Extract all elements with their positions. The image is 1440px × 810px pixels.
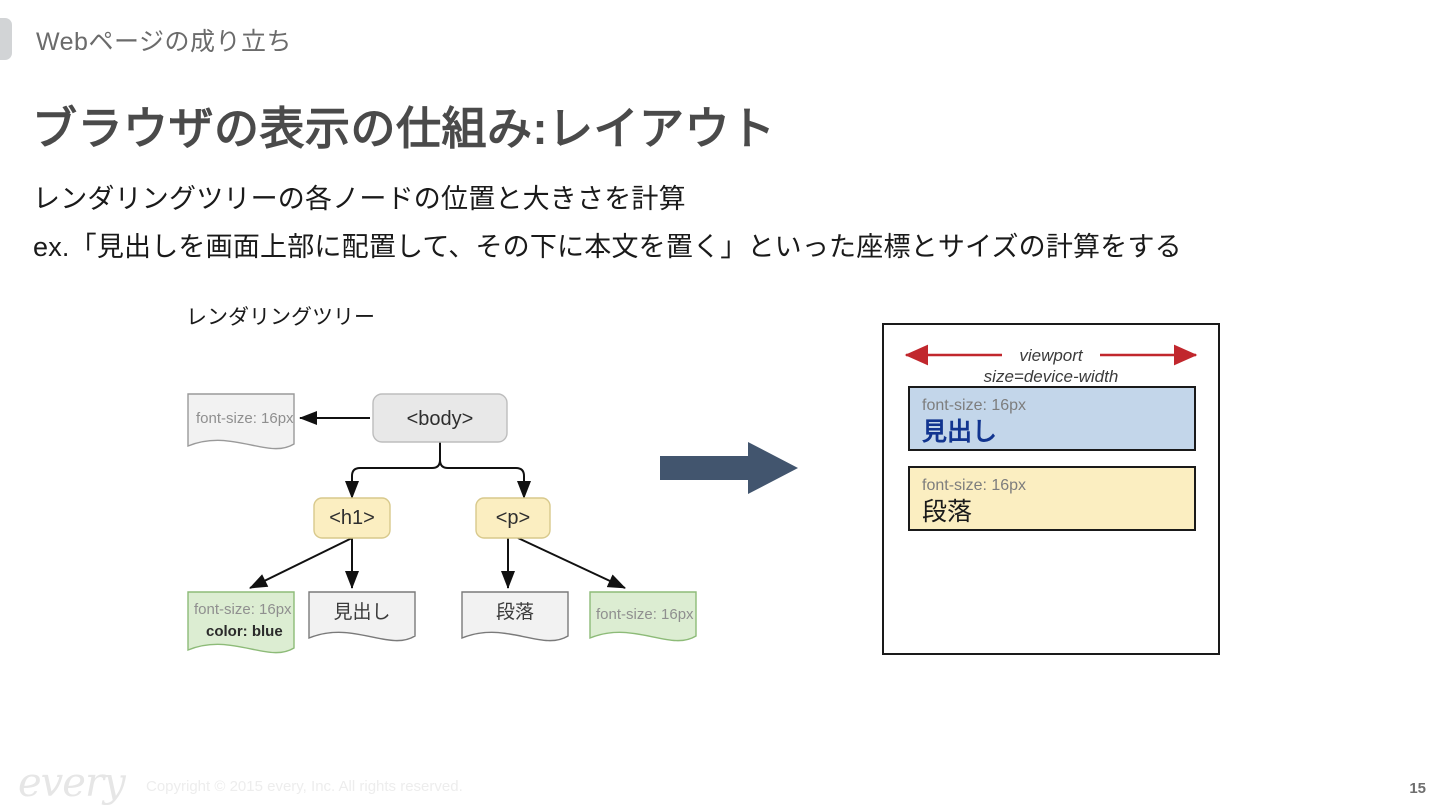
eyebrow-label: Webページの成り立ち	[36, 28, 292, 56]
viewport-mockup: viewport size=device-width font-size: 16…	[882, 323, 1220, 655]
edge-p-to-style-note	[517, 537, 626, 589]
page-number: 15	[1409, 780, 1426, 797]
node-body: <body>	[372, 393, 508, 443]
text-node-heading-label: 見出し	[333, 601, 390, 623]
lead-line-1: レンダリングツリーの各ノードの位置と大きさを計算	[33, 184, 686, 214]
style-note-h1-line2: color: blue	[206, 623, 283, 640]
node-body-label: <body>	[407, 408, 474, 430]
rendered-paragraph-box: font-size: 16px 段落	[908, 466, 1196, 531]
page-title: ブラウザの表示の仕組み:レイアウト	[32, 103, 776, 154]
style-note-p-text: font-size: 16px	[596, 606, 694, 623]
style-note-h1: font-size: 16px color: blue	[187, 591, 295, 654]
rendering-tree-diagram: font-size: 16px <body> <h1> <p> font-siz…	[187, 393, 697, 654]
edge-h1-to-style-note	[249, 537, 353, 589]
viewport-width-arrows	[904, 344, 1198, 366]
header-accent-bar	[0, 18, 12, 60]
transition-arrow-icon	[660, 442, 798, 494]
node-h1-label: <h1>	[329, 507, 375, 529]
style-note-body-text: font-size: 16px	[196, 410, 294, 427]
text-node-paragraph-label: 段落	[496, 601, 534, 623]
rendered-heading-box: font-size: 16px 見出し	[908, 386, 1196, 451]
edge-body-to-p	[439, 442, 531, 499]
node-p: <p>	[475, 497, 551, 539]
style-note-p: font-size: 16px	[589, 591, 697, 642]
rendered-paragraph-text: 段落	[922, 497, 973, 526]
style-note-h1-line1: font-size: 16px	[194, 601, 292, 618]
rendered-heading-text: 見出し	[922, 417, 998, 446]
rendered-paragraph-meta: font-size: 16px	[922, 477, 1027, 494]
copyright-text: Copyright © 2015 every, Inc. All rights …	[146, 778, 463, 795]
lead-line-2: ex.「見出しを画面上部に配置して、その下に本文を置く」といった座標とサイズの計…	[33, 232, 1182, 262]
every-logo: every	[18, 760, 126, 806]
style-note-body: font-size: 16px	[187, 393, 295, 450]
rendered-heading-meta: font-size: 16px	[922, 397, 1027, 414]
node-p-label: <p>	[496, 507, 530, 529]
edge-body-to-h1	[345, 442, 441, 499]
text-node-paragraph: 段落	[461, 591, 569, 642]
tree-caption: レンダリングツリー	[186, 306, 375, 329]
text-node-heading: 見出し	[308, 591, 416, 642]
node-h1: <h1>	[313, 497, 391, 539]
